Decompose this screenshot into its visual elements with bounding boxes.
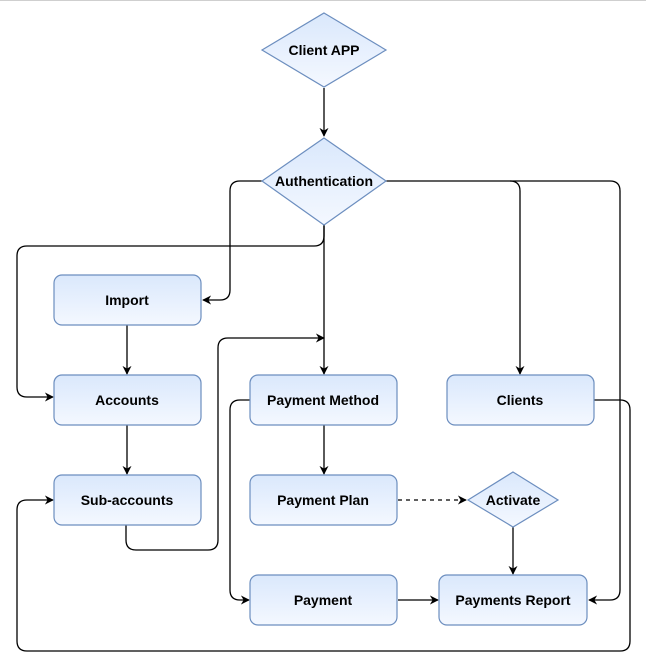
diamond-shape xyxy=(260,137,388,226)
node-label: Payments Report xyxy=(455,592,570,608)
box-shape xyxy=(438,574,588,626)
node-label: Accounts xyxy=(95,392,159,408)
node-label: Payment Method xyxy=(267,392,379,408)
node-payment-plan[interactable]: Payment Plan xyxy=(249,474,398,526)
node-activate[interactable]: Activate xyxy=(466,471,560,528)
edge-payment-method-to-payment xyxy=(229,399,250,605)
node-payment[interactable]: Payment xyxy=(249,574,398,626)
node-clients[interactable]: Clients xyxy=(446,374,595,426)
node-accounts[interactable]: Accounts xyxy=(53,374,202,426)
box-shape xyxy=(446,374,595,426)
node-client-app[interactable]: Client APP xyxy=(260,12,388,88)
node-label: Payment Plan xyxy=(277,492,369,508)
node-label: Import xyxy=(105,292,149,308)
node-authentication[interactable]: Authentication xyxy=(260,137,388,226)
diamond-shape xyxy=(260,12,388,88)
node-label: Client APP xyxy=(288,42,359,58)
box-shape xyxy=(249,374,398,426)
edge-clients-to-subaccounts xyxy=(16,399,631,652)
edge-subaccounts-to-payment-method xyxy=(125,333,325,551)
node-import[interactable]: Import xyxy=(53,274,202,326)
edges xyxy=(16,88,631,652)
node-payments-report[interactable]: Payments Report xyxy=(438,574,588,626)
top-border xyxy=(0,0,646,1)
box-shape xyxy=(249,474,398,526)
diamond-shape xyxy=(466,471,560,528)
edge-authentication-to-clients xyxy=(386,180,525,375)
node-label: Payment xyxy=(294,592,353,608)
box-shape xyxy=(53,474,202,526)
edge-authentication-to-payments-report xyxy=(510,180,621,605)
node-label: Sub-accounts xyxy=(81,492,174,508)
box-shape xyxy=(249,574,398,626)
node-payment-method[interactable]: Payment Method xyxy=(249,374,398,426)
box-shape xyxy=(53,374,202,426)
edge-authentication-to-import xyxy=(202,180,262,305)
node-label: Activate xyxy=(486,492,541,508)
node-label: Clients xyxy=(497,392,544,408)
node-label: Authentication xyxy=(275,173,373,189)
box-shape xyxy=(53,274,202,326)
edge-authentication-to-accounts xyxy=(16,225,325,402)
node-sub-accounts[interactable]: Sub-accounts xyxy=(53,474,202,526)
